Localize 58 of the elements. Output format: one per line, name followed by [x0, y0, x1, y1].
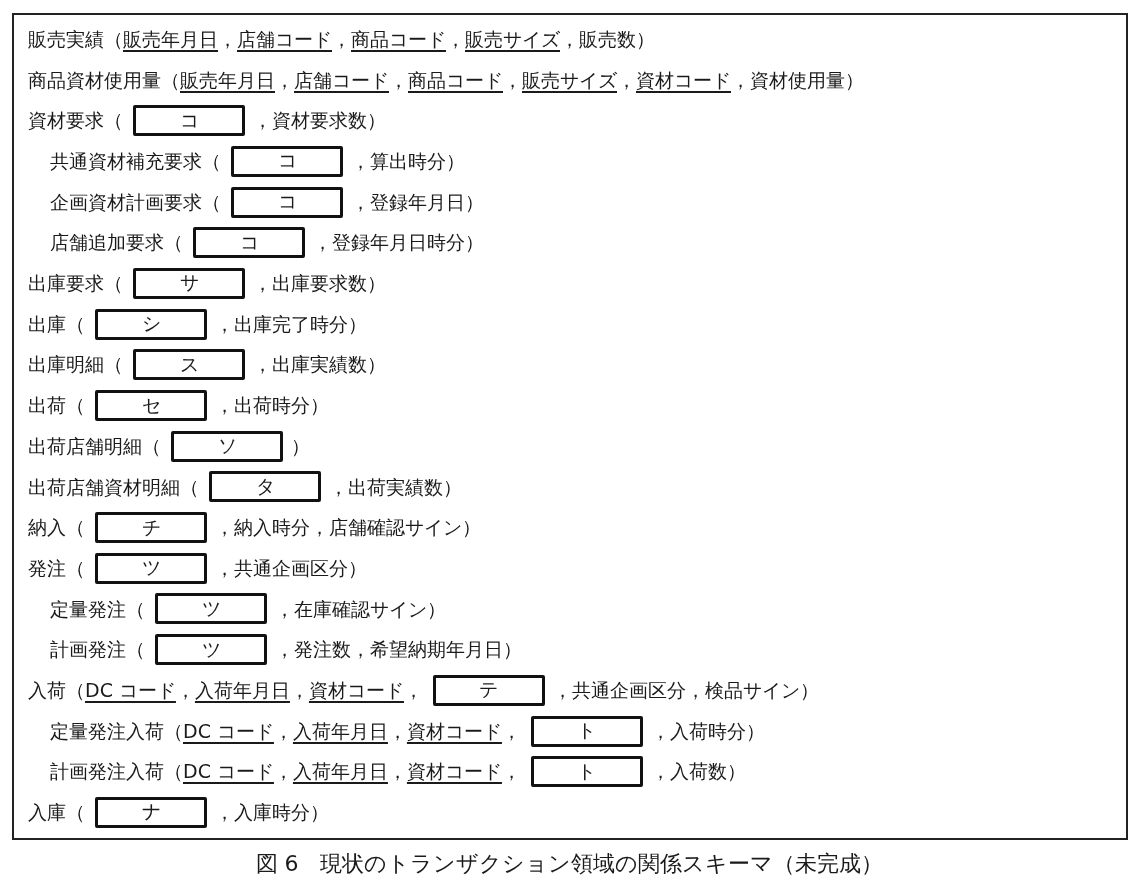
- blank-box: コ: [231, 145, 343, 177]
- schema-frame: [12, 13, 1128, 840]
- schema-text: ，入荷時分）: [650, 719, 765, 743]
- schema-text: 納入（: [28, 516, 85, 539]
- blank-box: ツ: [155, 593, 267, 625]
- blank-box: テ: [432, 674, 545, 706]
- schema-text: ，出庫完了時分）: [215, 312, 367, 336]
- schema-text: ，在庫確認サイン）: [275, 597, 446, 621]
- blank-box: コ: [133, 105, 245, 137]
- schema-text: 出庫要求（: [28, 272, 123, 295]
- schema-text: ，共通企画区分）: [215, 556, 367, 580]
- schema-text: 販売実績（販売年月日，店舗コード，商品コード，販売サイズ，販売数）: [28, 27, 655, 51]
- schema-text: 発注（: [28, 556, 85, 580]
- schema-text: 出荷店舗明細（: [28, 434, 161, 458]
- schema-text: ，資材要求数）: [253, 109, 386, 133]
- blank-box: コ: [231, 186, 343, 218]
- blank-box: コ: [193, 227, 305, 259]
- blank-box: チ: [95, 512, 207, 544]
- schema-text: ，出荷時分）: [215, 394, 329, 417]
- blank-box: タ: [209, 471, 321, 503]
- schema-text: 入庫（: [28, 801, 85, 824]
- blank-box: ツ: [155, 634, 267, 666]
- schema-text: 計画発注（: [50, 638, 145, 662]
- blank-box: ツ: [95, 552, 207, 584]
- schema-text: ，出庫要求数）: [253, 272, 386, 295]
- schema-text: 店舗追加要求（: [50, 231, 183, 255]
- blank-box: ソ: [171, 430, 283, 462]
- schema-text: 計画発注入荷（DC コード，入荷年月日，資材コード，: [50, 760, 521, 784]
- schema-text: 入荷（DC コード，入荷年月日，資材コード，: [28, 678, 423, 702]
- schema-text: 資材要求（: [28, 109, 123, 133]
- schema-text: 出荷店舗資材明細（: [28, 475, 199, 499]
- blank-box: シ: [95, 308, 207, 340]
- schema-text: 定量発注入荷（DC コード，入荷年月日，資材コード，: [50, 719, 521, 743]
- blank-box: ナ: [95, 796, 207, 828]
- blank-box: ト: [530, 756, 643, 788]
- schema-text: 出庫（: [28, 312, 85, 336]
- schema-text: ，納入時分，店舗確認サイン）: [215, 516, 481, 539]
- schema-text: ）: [291, 434, 310, 458]
- blank-box: ス: [133, 349, 245, 381]
- schema-text: 定量発注（: [50, 597, 145, 621]
- schema-text: ，登録年月日時分）: [313, 231, 484, 255]
- schema-text: 企画資材計画要求（: [50, 190, 221, 214]
- schema-text: ，発注数，希望納期年月日）: [275, 638, 522, 662]
- schema-text: 商品資材使用量（販売年月日，店舗コード，商品コード，販売サイズ，資材コード，資材使用量）: [28, 68, 864, 92]
- schema-text: ，算出時分）: [351, 150, 465, 173]
- schema-text: ，出荷実績数）: [329, 475, 462, 499]
- figure-caption: 図 6 現状のトランザクション領域の関係スキーマ（未完成）: [254, 850, 885, 878]
- schema-text: 出荷（: [28, 394, 85, 417]
- blank-box: セ: [95, 390, 207, 422]
- schema-text: ，入荷数）: [650, 760, 746, 784]
- schema-text: 出庫明細（: [28, 353, 123, 377]
- schema-text: 共通資材補充要求（: [50, 150, 221, 173]
- blank-box: ト: [530, 715, 643, 747]
- blank-box: サ: [133, 267, 245, 299]
- schema-text: ，登録年月日）: [351, 190, 484, 214]
- schema-text: ，入庫時分）: [215, 801, 329, 824]
- schema-text: ，共通企画区分，検品サイン）: [552, 678, 819, 702]
- schema-text: ，出庫実績数）: [253, 353, 386, 377]
